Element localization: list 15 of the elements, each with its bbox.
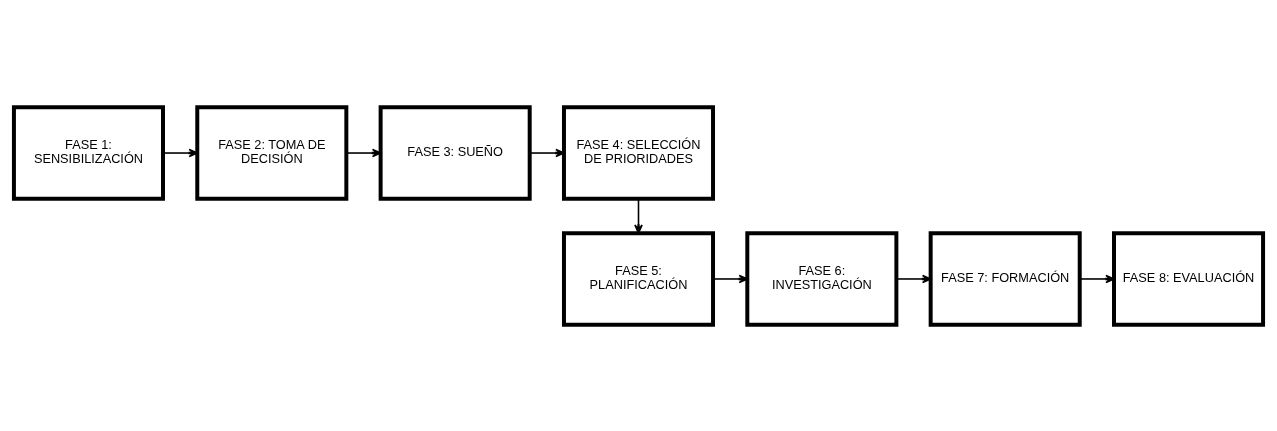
node-box: FASE 3: SUEÑO bbox=[378, 104, 532, 201]
node-box: FASE 4: SELECCIÓN DE PRIORIDADES bbox=[561, 104, 716, 201]
arrow bbox=[895, 274, 932, 283]
arrow bbox=[634, 197, 643, 234]
node-box: FASE 7: FORMACIÓN bbox=[928, 230, 1082, 327]
node-box: FASE 1: SENSIBILIZACIÓN bbox=[11, 104, 165, 201]
arrow bbox=[529, 148, 565, 157]
arrow bbox=[1079, 274, 1115, 283]
node-box: FASE 2: TOMA DE DECISIÓN bbox=[195, 104, 349, 201]
node-box: FASE 8: EVALUACIÓN bbox=[1112, 230, 1266, 327]
node-box: FASE 5: PLANIFICACIÓN bbox=[561, 230, 716, 327]
arrow bbox=[345, 148, 382, 157]
arrow bbox=[712, 274, 749, 283]
arrow bbox=[162, 148, 198, 157]
node-box: FASE 6: INVESTIGACIÓN bbox=[745, 230, 899, 327]
